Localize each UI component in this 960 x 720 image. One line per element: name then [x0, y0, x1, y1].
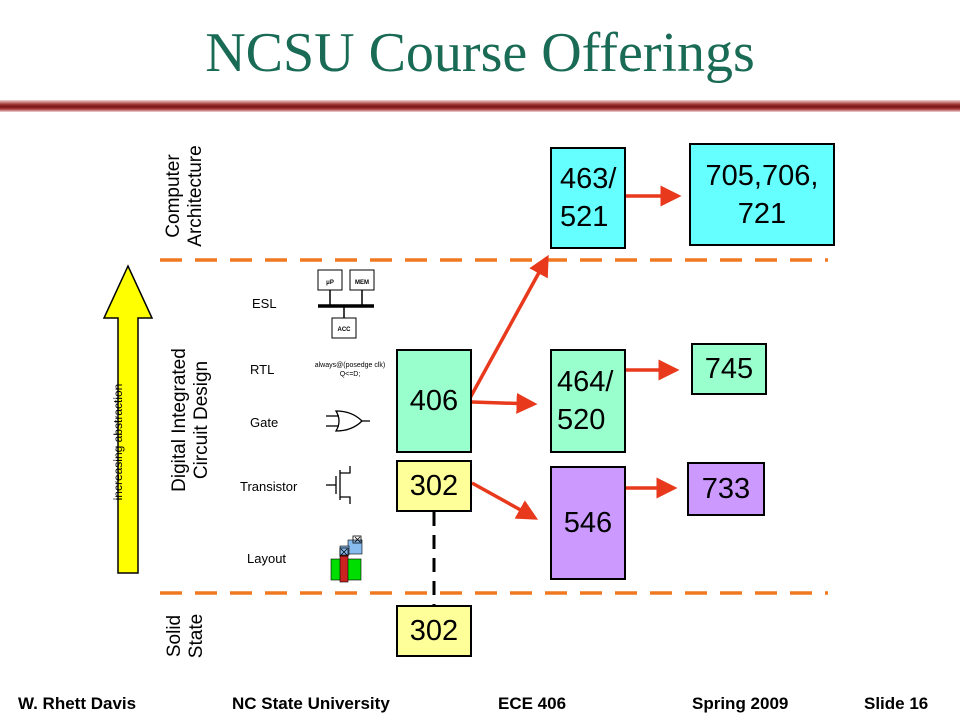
- esl-block-diagram: μP MEM ACC: [317, 269, 375, 339]
- course-box-546: 546: [550, 466, 626, 580]
- footer-author: W. Rhett Davis: [18, 694, 137, 713]
- course-box-406: 406: [396, 349, 472, 453]
- region-label-digital-ic-design: Digital Integrated Circuit Design: [169, 348, 212, 492]
- or-gate-icon: [326, 410, 370, 432]
- footer-university: NC State University: [232, 694, 390, 713]
- slide-title: NCSU Course Offerings: [205, 22, 755, 84]
- esl-mem-label: MEM: [355, 280, 369, 286]
- course-box-463-521: 463/ 521: [550, 147, 626, 249]
- region-label-computer-architecture: Computer Architecture: [163, 145, 206, 247]
- transistor-icon: [326, 466, 351, 504]
- level-label-gate: Gate: [250, 415, 279, 430]
- arrow-302-to-546: [471, 481, 539, 520]
- title-rule: [0, 100, 960, 112]
- course-box-745: 745: [691, 343, 767, 395]
- footer-slide-number: Slide 16: [864, 694, 929, 713]
- course-box-705-706-721: 705,706, 721: [689, 143, 835, 246]
- arrow-406-to-464: [471, 392, 538, 414]
- rtl-code-line2: Q<=D;: [340, 371, 361, 378]
- rtl-code-line1: always@(posedge clk): [315, 362, 386, 369]
- layout-icon: [330, 535, 363, 583]
- level-label-rtl: RTL: [250, 362, 275, 377]
- level-label-layout: Layout: [247, 551, 287, 566]
- course-box-302-lower: 302: [396, 605, 472, 657]
- region-label-solid-state: Solid State: [164, 613, 207, 659]
- arrow-406-to-463: [468, 254, 549, 399]
- abstraction-arrow: [102, 264, 154, 574]
- esl-up-label: μP: [326, 280, 334, 286]
- level-label-esl: ESL: [252, 296, 277, 311]
- course-box-733: 733: [687, 462, 765, 516]
- course-box-302-upper: 302: [396, 460, 472, 512]
- course-box-464-520: 464/ 520: [550, 349, 626, 453]
- abstraction-arrow-label: increasing abstraction: [111, 383, 125, 501]
- level-label-transistor: Transistor: [240, 479, 298, 494]
- footer-course: ECE 406: [498, 694, 567, 713]
- footer-term: Spring 2009: [692, 694, 789, 713]
- esl-acc-label: ACC: [338, 327, 352, 333]
